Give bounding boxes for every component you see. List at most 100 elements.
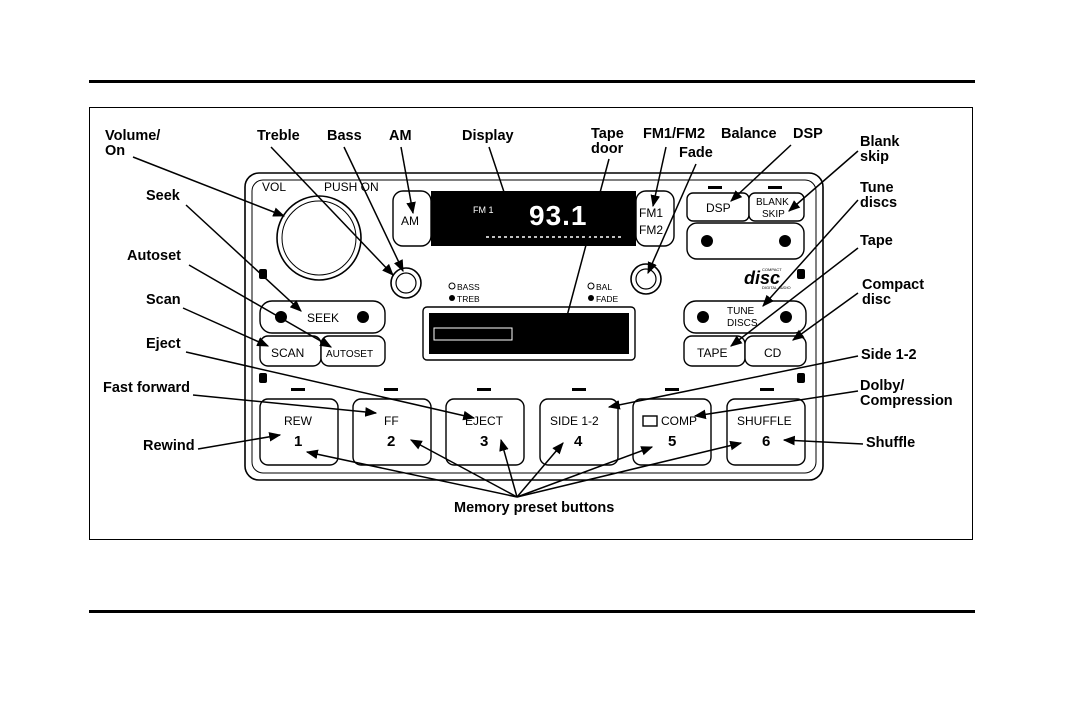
- top-rule: [89, 80, 975, 83]
- callout-autoset: Autoset: [127, 248, 181, 264]
- callout-fade: Fade: [679, 145, 713, 161]
- preset-number-6: 6: [762, 433, 770, 450]
- preset-button-3[interactable]: EJECT 3: [445, 398, 525, 466]
- treb-label: TREB: [457, 294, 480, 304]
- callout-volume-line2: On: [105, 143, 126, 159]
- treb-indicator: [449, 295, 455, 301]
- callout-volume-line1: Volume/: [105, 128, 161, 144]
- preset-number-5: 5: [668, 433, 676, 450]
- fade-label: FADE: [596, 294, 619, 304]
- cd-button[interactable]: CD: [744, 335, 807, 367]
- callout-dolby: Dolby/ Compression: [860, 379, 953, 409]
- preset-number-1: 1: [294, 433, 302, 450]
- callout-tune-discs-line1: Tune: [860, 180, 894, 196]
- callout-am: AM: [389, 128, 412, 144]
- blank-label: BLANK: [756, 197, 789, 208]
- radio-inner-panel: [251, 179, 817, 474]
- callout-side: Side 1-2: [861, 347, 917, 363]
- autoset-button-label: AUTOSET: [326, 349, 373, 360]
- autoset-button[interactable]: AUTOSET: [320, 335, 386, 367]
- callout-seek: Seek: [146, 188, 180, 204]
- callout-treble: Treble: [257, 128, 300, 144]
- preset-button-5[interactable]: COMP 5: [632, 398, 712, 466]
- tape-door[interactable]: [422, 306, 636, 361]
- callout-compact-disc: Compact disc: [862, 278, 924, 308]
- tune-discs-bar[interactable]: TUNE DISCS: [683, 300, 807, 334]
- preset-button-4[interactable]: SIDE 1-2 4: [539, 398, 619, 466]
- callout-tune-discs-line2: discs: [860, 195, 898, 211]
- dsp-button[interactable]: DSP: [686, 192, 750, 222]
- scan-button[interactable]: SCAN: [259, 335, 322, 367]
- indicator-dash: [768, 186, 782, 189]
- preset-number-2: 2: [387, 433, 395, 450]
- scan-button-label: SCAN: [271, 346, 304, 360]
- bass-indicator: [448, 282, 456, 290]
- tune-label: TUNE: [727, 306, 755, 317]
- radio-diagram: VOL PUSH ON AM FM 1 93.1 FM1 FM2 DSP BLA…: [132, 144, 864, 498]
- balance-fade-knob[interactable]: [630, 263, 662, 295]
- bottom-rule: [89, 610, 975, 613]
- seek-button-label: SEEK: [307, 311, 339, 325]
- callout-rewind: Rewind: [143, 438, 195, 454]
- cd-logo-digital: DIGITAL AUDIO: [762, 285, 791, 290]
- preset-label-5: COMP: [661, 414, 697, 428]
- fm-button[interactable]: FM1 FM2: [635, 190, 675, 247]
- preset-label-4: SIDE 1-2: [550, 414, 599, 428]
- preset-label-6: SHUFFLE: [737, 414, 792, 428]
- leader-lines: [132, 144, 864, 498]
- tune-down-icon[interactable]: [697, 311, 709, 323]
- callout-tape-door: Tape door: [591, 127, 624, 157]
- callout-bass: Bass: [327, 128, 362, 144]
- fm1-label: FM1: [639, 206, 663, 220]
- callout-blank-skip-line2: skip: [860, 149, 890, 165]
- tape-button[interactable]: TAPE: [683, 335, 746, 367]
- diagram-frame: VOL PUSH ON AM FM 1 93.1 FM1 FM2 DSP BLA…: [89, 107, 973, 540]
- preset-button-6[interactable]: SHUFFLE 6: [726, 398, 806, 466]
- bal-indicator: [587, 282, 595, 290]
- bass-label: BASS: [457, 282, 480, 292]
- previous-disc-icon[interactable]: [701, 235, 713, 247]
- compact-disc-logo: disc COMPACT DIGITAL AUDIO: [744, 267, 791, 290]
- callout-fast-forward: Fast forward: [103, 380, 191, 396]
- next-disc-icon[interactable]: [779, 235, 791, 247]
- dolby-logo: [433, 327, 513, 341]
- callout-scan: Scan: [146, 292, 181, 308]
- callout-compact-disc-line1: Compact: [862, 277, 925, 293]
- callout-display: Display: [462, 128, 514, 144]
- bass-treble-knob[interactable]: [390, 267, 422, 299]
- seek-up-icon[interactable]: [357, 311, 369, 323]
- volume-knob[interactable]: [276, 195, 362, 281]
- am-button[interactable]: AM: [392, 190, 432, 247]
- preset-number-3: 3: [480, 433, 488, 450]
- callout-volume: Volume/ On: [105, 129, 160, 159]
- callout-tape-door-line1: Tape: [591, 126, 624, 142]
- blank-skip-button[interactable]: BLANK SKIP: [748, 192, 805, 222]
- callout-tune-discs: Tune discs: [860, 181, 897, 211]
- callout-balance: Balance: [721, 126, 777, 142]
- callout-fm: FM1/FM2: [643, 126, 706, 142]
- am-button-label: AM: [401, 214, 419, 228]
- callout-eject: Eject: [146, 336, 181, 352]
- preset-indicators: [291, 388, 774, 391]
- cd-logo-disc: disc: [744, 268, 780, 288]
- indicator-square: [797, 373, 805, 383]
- callout-blank-skip: Blank skip: [860, 135, 900, 165]
- dsp-button-label: DSP: [706, 201, 731, 215]
- discs-label: DISCS: [727, 318, 758, 329]
- indicator-square: [259, 373, 267, 383]
- callout-compact-disc-line2: disc: [862, 292, 892, 308]
- fm2-label: FM2: [639, 223, 663, 237]
- preset-button-1[interactable]: REW 1: [259, 398, 339, 466]
- preset-label-1: REW: [284, 414, 313, 428]
- dolby-icon: [642, 415, 658, 427]
- preset-label-2: FF: [384, 414, 399, 428]
- preset-label-3: EJECT: [465, 414, 504, 428]
- callout-blank-skip-line1: Blank: [860, 134, 900, 150]
- tune-up-icon[interactable]: [780, 311, 792, 323]
- display-band: FM 1: [473, 205, 494, 215]
- callout-dolby-line2: Compression: [860, 393, 953, 409]
- vol-label: VOL: [262, 180, 286, 194]
- preset-button-2[interactable]: FF 2: [352, 398, 432, 466]
- callout-shuffle: Shuffle: [866, 435, 916, 451]
- callout-tape: Tape: [860, 233, 893, 249]
